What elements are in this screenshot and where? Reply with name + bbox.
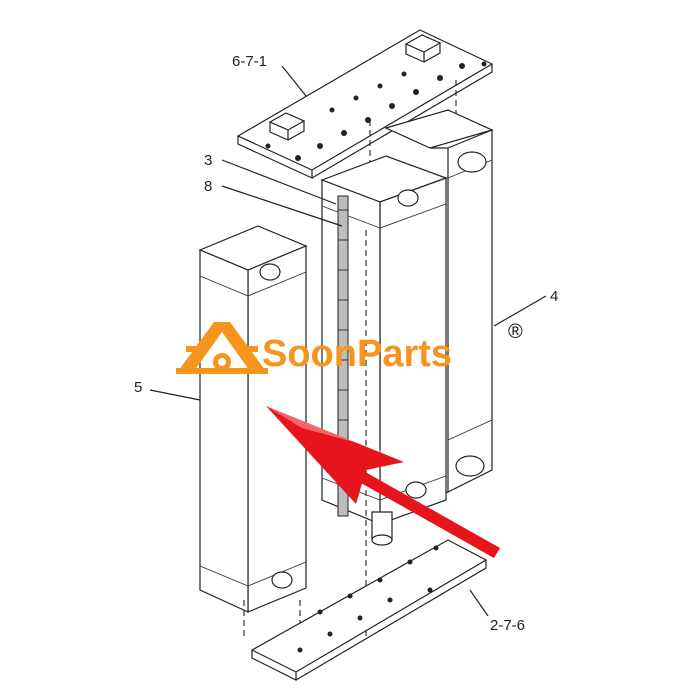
callout-top-plate: 6-7-1 [232,53,267,70]
red-arrow-icon [266,406,500,558]
callout-part-5: 5 [134,379,142,396]
top-plate-bolts [265,61,487,161]
bottom-plate [250,539,488,681]
soonparts-watermark: SoonParts ® [176,321,523,375]
front-core-part-5 [198,225,308,640]
callout-part-8: 8 [204,178,212,195]
bottom-plate-bolts [297,545,439,653]
callout-part-4: 4 [550,288,558,305]
watermark-registered-mark: ® [508,321,523,343]
callout-bottom-plate: 2-7-6 [490,617,525,634]
callout-part-3: 3 [204,152,212,169]
leader-lines [149,65,547,617]
soonparts-logo-icon [176,322,268,374]
rear-core-part-4 [384,109,494,501]
watermark-brand: SoonParts [262,333,452,375]
